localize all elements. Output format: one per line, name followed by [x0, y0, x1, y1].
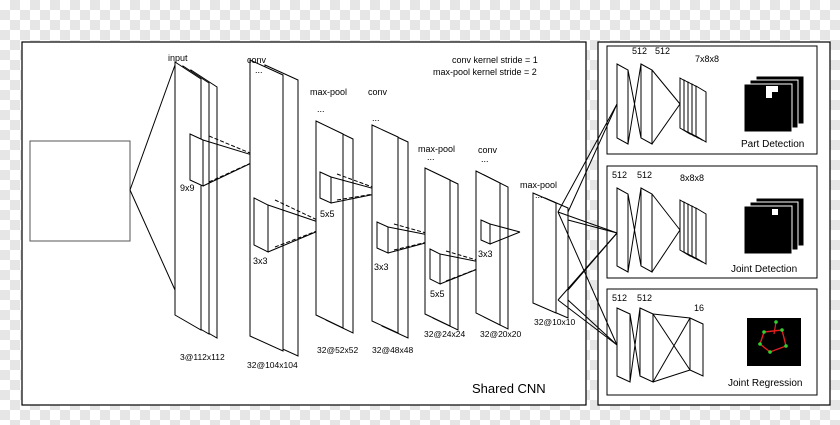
size-conv2-label: 32@48x48 [372, 345, 414, 355]
op-conv1-label: conv [247, 55, 267, 65]
part-detection-title: Part Detection [741, 139, 804, 150]
joint-reg-fc1-label: 512 [612, 293, 627, 303]
op-input-label: input [168, 53, 188, 63]
joint-reg-fc2-label: 512 [637, 293, 652, 303]
size-maxpool1-label: 32@52x52 [317, 345, 359, 355]
kernel-3x3-a-label: 3x3 [253, 256, 268, 266]
op-maxpool1-label: max-pool [310, 87, 347, 97]
joint-reg-head-fc [616, 307, 704, 383]
part-head-fc [616, 63, 681, 145]
op-maxpool3-label: max-pool [520, 180, 557, 190]
kernel-9x9-label: 9x9 [180, 183, 195, 193]
op-maxpool2-label: max-pool [418, 144, 455, 154]
note-conv-stride: conv kernel stride = 1 [452, 55, 538, 65]
part-fc2-label: 512 [655, 46, 670, 56]
size-conv3-label: 32@20x20 [480, 329, 522, 339]
op-maxpool3-ellipsis: ... [535, 190, 543, 200]
joint-reg-output-label: 16 [694, 303, 704, 313]
joint-det-fc1-label: 512 [612, 170, 627, 180]
maxpool1-layer-stack [315, 120, 354, 334]
joint-det-fc2-label: 512 [637, 170, 652, 180]
maxpool3-layer-stack [532, 192, 569, 319]
op-conv1-ellipsis: ... [255, 65, 263, 75]
joint-detection-title: Joint Detection [731, 264, 797, 275]
maxpool2-layer-stack [424, 167, 459, 331]
part-fc1-label: 512 [632, 46, 647, 56]
conv3-layer-stack [475, 170, 509, 330]
op-maxpool2-ellipsis: ... [427, 152, 435, 162]
op-conv3-label: conv [478, 145, 498, 155]
part-head-output-maps [679, 77, 707, 143]
input-connectors [129, 64, 176, 291]
joint-det-output-label: 8x8x8 [680, 173, 704, 183]
part-output-label: 7x8x8 [695, 54, 719, 64]
joint-regression-pose-image [747, 318, 801, 366]
joint-det-output-maps [679, 199, 707, 265]
kernel-3x3-c-label: 3x3 [478, 249, 493, 259]
joint-regression-title: Joint Regression [728, 378, 802, 389]
op-conv2-label: conv [368, 87, 388, 97]
kernel-5x5-b-label: 5x5 [430, 289, 445, 299]
input-layer-stack [174, 61, 218, 339]
part-heatmap-stack [743, 75, 805, 133]
joint-det-head-fc [616, 187, 681, 273]
shared-cnn-title: Shared CNN [472, 381, 546, 396]
size-input-label: 3@112x112 [180, 352, 225, 362]
size-maxpool3-label: 32@10x10 [534, 317, 576, 327]
kernel-5x5-a-label: 5x5 [320, 209, 335, 219]
size-conv1-label: 32@104x104 [247, 360, 298, 370]
op-conv2-ellipsis: ... [372, 113, 380, 123]
kernel-3x3-c [480, 219, 521, 245]
op-maxpool1-ellipsis: ... [317, 104, 325, 114]
joint-heatmap-stack [743, 197, 805, 255]
input-plane-1 [174, 61, 202, 331]
op-conv3-ellipsis: ... [481, 154, 489, 164]
head-connectors [557, 103, 618, 346]
kernel-3x3-b-label: 3x3 [374, 262, 389, 272]
size-maxpool2-label: 32@24x24 [424, 329, 466, 339]
note-maxpool-stride: max-pool kernel stride = 2 [433, 67, 537, 77]
